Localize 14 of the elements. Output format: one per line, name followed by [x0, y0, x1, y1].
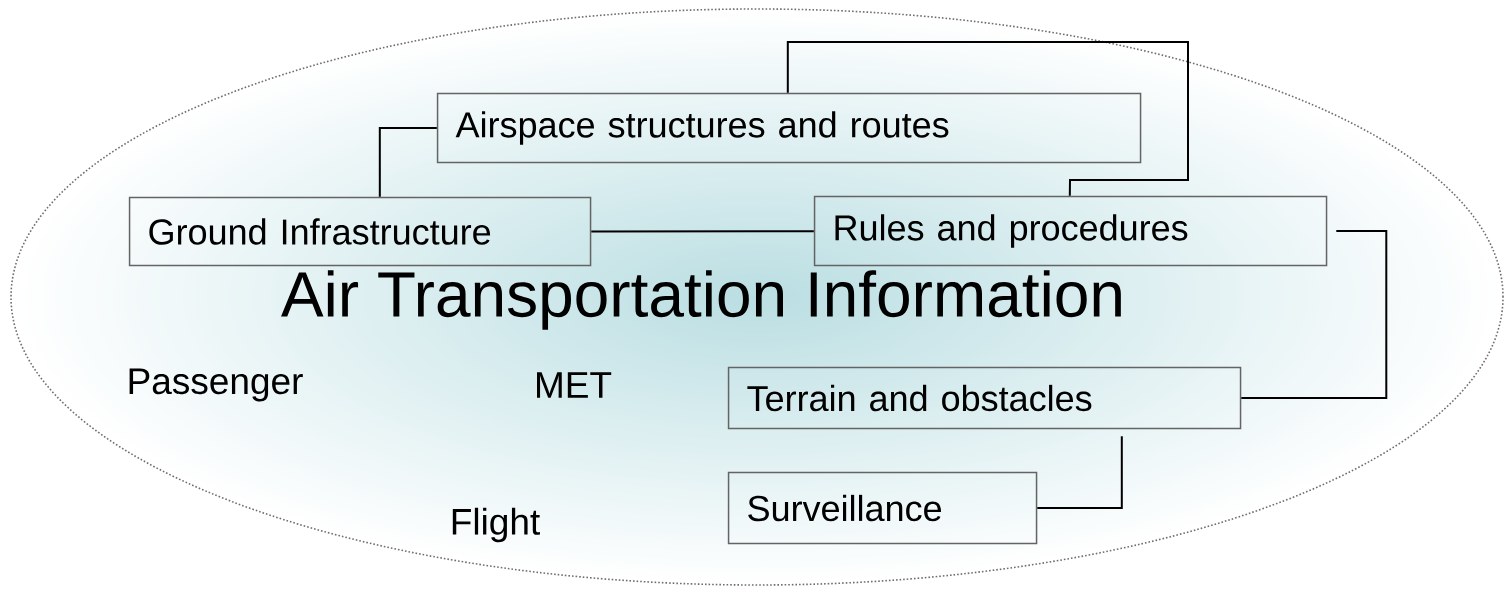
text-box: Ground Infrastructure [128, 196, 592, 267]
ellipse-label: Air Transportation Information [281, 270, 1121, 330]
text-box: Surveillance [727, 471, 1038, 545]
connector-line [1240, 230, 1388, 400]
label-text: MET [537, 372, 612, 398]
label-text: Flight [452, 507, 540, 543]
text-box: Airspace structures and routes [436, 92, 1142, 164]
connector-line [378, 127, 438, 198]
text-box: Terrain and obstacles [727, 366, 1242, 430]
connector-line [786, 41, 1189, 197]
text-box: Rules and procedures [813, 195, 1328, 267]
label-text: Passenger [129, 368, 303, 402]
connector-line [590, 230, 815, 233]
connector-line [1036, 435, 1123, 510]
